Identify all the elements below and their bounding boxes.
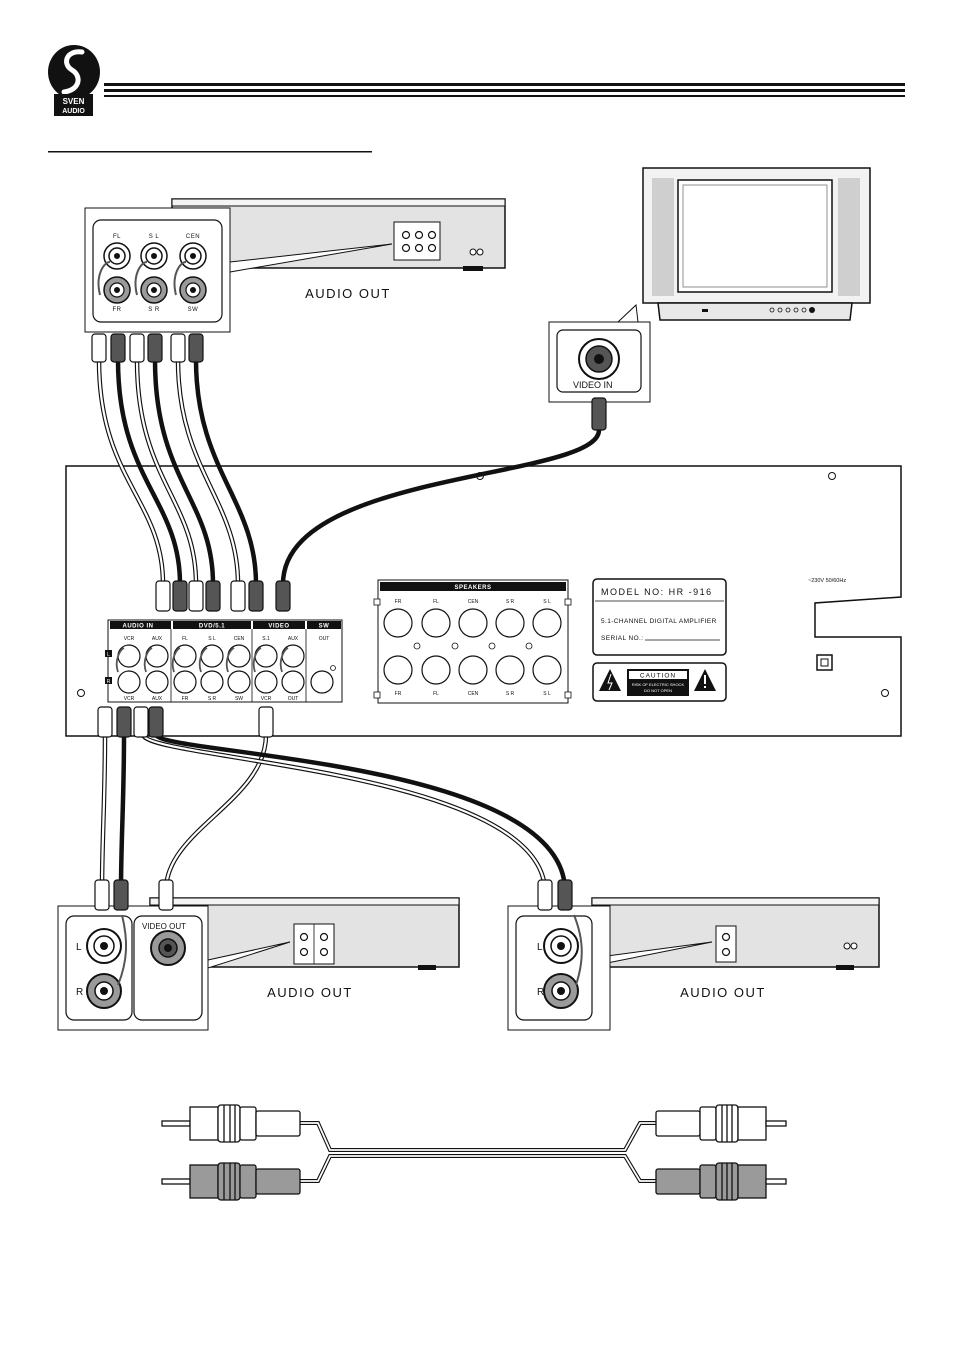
dvd-jack-label: S R <box>148 307 160 313</box>
aux-jack-r-label: R <box>537 987 544 998</box>
serial-number-text: SERIAL NO.: <box>601 635 643 642</box>
speaker-label: CEN <box>468 599 479 605</box>
vcr: L R VIDEO OUT AUDIO OUT <box>57 879 460 1031</box>
speakers-terminal-board: SPEAKERS FR FL CEN S R S L FR FL CEN S R… <box>373 579 572 704</box>
dvd-jack-label: S L <box>149 234 160 240</box>
rca-plugs-amp-bottom <box>97 706 274 738</box>
jack-label: S R <box>208 696 217 702</box>
speaker-label: FL <box>433 691 439 697</box>
header-rule <box>104 83 905 97</box>
dvd-jacks: FL S L CEN FR S R SW <box>97 234 207 313</box>
rca-plug-right-grey <box>655 1162 787 1201</box>
logo-bottom-text: AUDIO <box>62 108 85 115</box>
model-plate: MODEL NO: HR -916 5.1-CHANNEL DIGITAL AM… <box>592 578 727 656</box>
dvd-jack-label: FR <box>113 307 122 313</box>
jack-label: AUX <box>152 696 163 702</box>
lr-right-marker: R <box>107 679 111 685</box>
dvd-player: FL S L CEN FR S R SW AUDIO OUT <box>84 198 506 333</box>
television: VIDEO IN <box>548 167 871 403</box>
vcr-jack-l-label: L <box>76 942 82 953</box>
jack-label: CEN <box>234 636 245 642</box>
aux-device: L R AUDIO OUT <box>507 879 880 1031</box>
sw-group-label: SW <box>319 624 330 630</box>
rca-plug-left-white <box>161 1104 301 1143</box>
caution-label: CAUTION RISK OF ELECTRIC SHOCK DO NOT OP… <box>592 662 727 702</box>
video-group-label: VIDEO <box>268 624 289 630</box>
vcr-video-out-label: VIDEO OUT <box>142 922 186 931</box>
jack-label: VCR <box>124 696 135 702</box>
power-switch-icon[interactable] <box>816 654 833 671</box>
speaker-label: S R <box>506 691 515 697</box>
dvd-jack-label: FL <box>113 234 121 240</box>
dvd-jack-label: SW <box>188 307 199 313</box>
speakers-label: SPEAKERS <box>454 585 491 591</box>
amplifier-back-panel: AUDIO IN DVD/5.1 VIDEO SW L R VCR AUX FL… <box>65 465 902 737</box>
jack-label: AUX <box>152 636 163 642</box>
rca-cable-icon <box>161 1104 787 1201</box>
warning-triangle-icon <box>599 669 621 691</box>
jack-label: AUX <box>288 636 299 642</box>
audio-in-group-label: AUDIO IN <box>123 624 154 630</box>
rca-plugs-dvd <box>91 333 607 431</box>
rca-plug-left-grey <box>161 1162 301 1201</box>
caution-line-2: DO NOT OPEN <box>644 688 672 693</box>
aux-audio-out-label: AUDIO OUT <box>680 985 766 1000</box>
speaker-label: S L <box>543 599 551 605</box>
sven-audio-logo-icon: SVEN AUDIO <box>48 45 100 116</box>
jack-label: FR <box>182 696 189 702</box>
model-number-text: MODEL NO: HR -916 <box>601 587 713 597</box>
section-underline <box>48 151 372 153</box>
jack-label: OUT <box>319 636 330 642</box>
aux-jack-l-label: L <box>537 942 543 953</box>
speaker-label: FR <box>395 599 402 605</box>
caution-title: CAUTION <box>640 673 676 680</box>
speaker-label: FR <box>395 691 402 697</box>
speaker-label: CEN <box>468 691 479 697</box>
cables-amp-to-devices <box>99 732 568 893</box>
dvd-jack-label: CEN <box>186 234 200 240</box>
jack-label: VCR <box>261 696 272 702</box>
vcr-audio-out-label: AUDIO OUT <box>267 985 353 1000</box>
model-description-text: 5.1-CHANNEL DIGITAL AMPLIFIER <box>601 618 717 625</box>
speaker-label: FL <box>433 599 439 605</box>
jack-label: S.1 <box>262 636 270 642</box>
rca-plug-right-white <box>655 1104 787 1143</box>
jack-label: S L <box>208 636 216 642</box>
jack-label: VCR <box>124 636 135 642</box>
speaker-label: S L <box>543 691 551 697</box>
tv-video-in-label: VIDEO IN <box>573 380 613 390</box>
speaker-label: S R <box>506 599 515 605</box>
jack-label: OUT <box>288 696 299 702</box>
jack-label: SW <box>235 696 243 702</box>
logo-top-text: SVEN <box>63 97 85 106</box>
rca-plugs-amp-top <box>155 580 291 612</box>
lr-left-marker: L <box>107 652 110 658</box>
cables-dvd-to-amp <box>96 357 602 587</box>
jack-label: FL <box>182 636 188 642</box>
dvd-audio-out-label: AUDIO OUT <box>305 286 391 301</box>
power-rating-label: ~230V 50/60Hz <box>808 578 846 584</box>
vcr-jack-r-label: R <box>76 987 83 998</box>
dvd51-group-label: DVD/5.1 <box>199 624 225 630</box>
header: SVEN AUDIO <box>48 45 905 153</box>
caution-line-1: RISK OF ELECTRIC SHOCK <box>632 682 685 687</box>
